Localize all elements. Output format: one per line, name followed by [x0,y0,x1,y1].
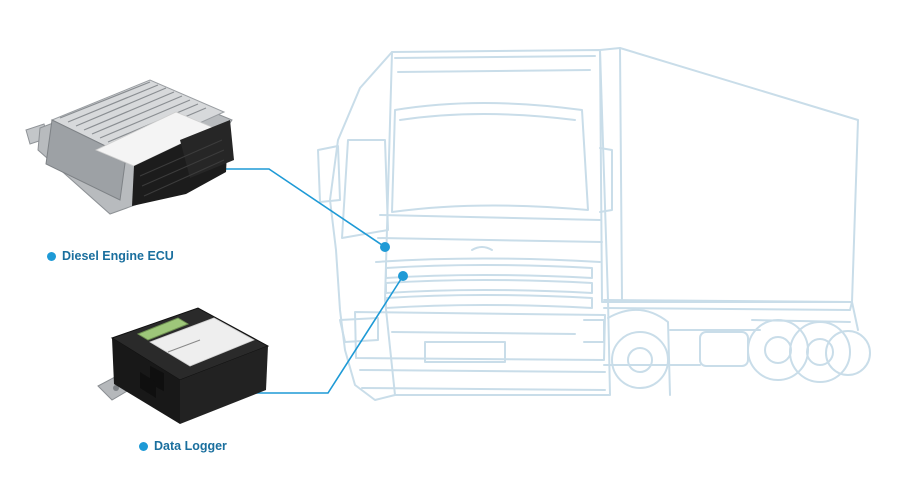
truck-sketch [317,47,871,401]
label-diesel-engine-ecu-text: Diesel Engine ECU [62,249,174,263]
connector-logger-endpoint [398,271,408,281]
label-data-logger: Data Logger [139,439,227,453]
label-dot-icon [139,441,148,451]
data-logger-box-icon [97,307,270,424]
connector-logger [246,271,408,394]
ecu-module-icon [25,79,234,215]
connector-ecu-endpoint [380,242,390,252]
label-dot-icon [47,251,56,261]
connector-ecu [192,168,390,252]
label-data-logger-text: Data Logger [154,439,227,453]
label-diesel-engine-ecu: Diesel Engine ECU [47,249,174,263]
